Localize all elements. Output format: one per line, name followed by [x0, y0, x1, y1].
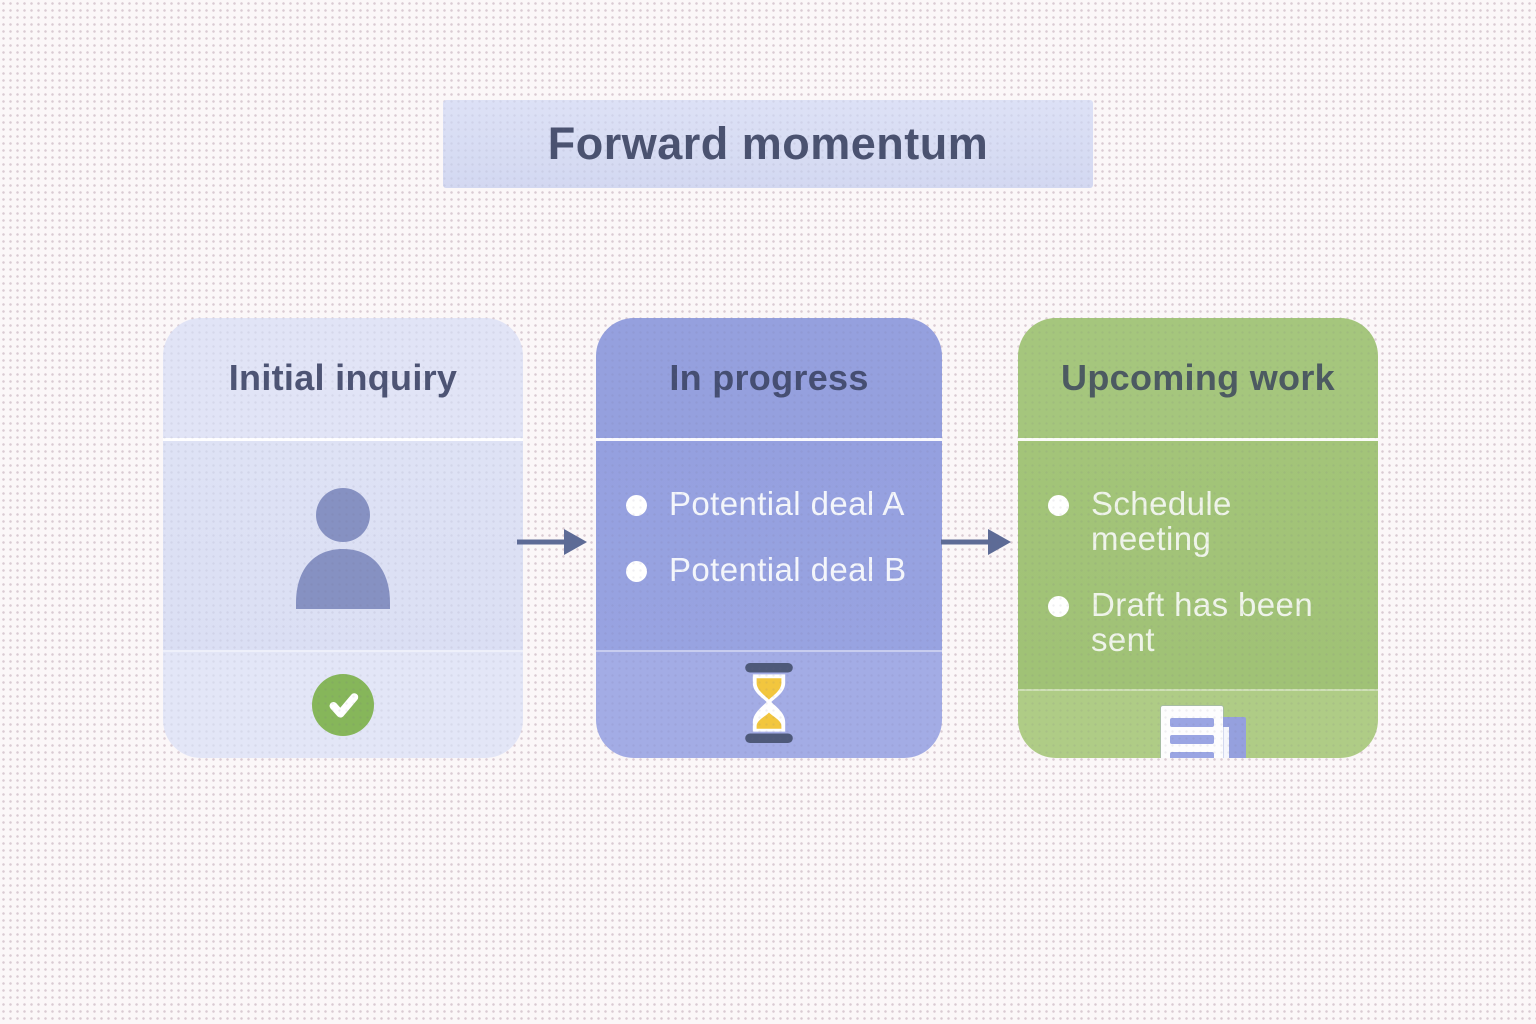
column-title: In progress	[669, 357, 869, 398]
bullet-icon	[1048, 595, 1069, 617]
arrow-right-icon	[940, 527, 1012, 557]
document-back-stripe	[1219, 726, 1229, 758]
person-icon	[163, 441, 523, 650]
list-item-label: Potential deal A	[669, 485, 905, 522]
task-list: Potential deal A Potential deal B	[596, 441, 942, 588]
column-upcoming-work: Upcoming work Schedule meeting Draft has…	[1018, 318, 1378, 758]
title-banner: Forward momentum	[443, 100, 1093, 188]
hourglass-icon	[740, 662, 798, 748]
column-in-progress-footer	[596, 650, 942, 758]
column-title: Upcoming work	[1061, 357, 1335, 398]
list-item-label: Potential deal B	[669, 550, 907, 588]
document-icon	[1150, 705, 1246, 758]
list-item-label: Schedule meeting	[1091, 485, 1232, 557]
column-initial-inquiry: Initial inquiry	[163, 318, 523, 758]
document-front-page	[1161, 705, 1223, 758]
document-text-line	[1170, 717, 1214, 727]
page-title: Forward momentum	[547, 118, 989, 169]
bullet-icon	[626, 560, 647, 582]
column-upcoming-work-header: Upcoming work	[1018, 318, 1378, 441]
bullet-icon	[1048, 495, 1069, 516]
bullet-icon	[626, 495, 647, 516]
list-item-label: Draft has been sent	[1091, 585, 1314, 658]
list-item: Potential deal B	[626, 550, 928, 588]
list-item: Draft has been sent	[1048, 585, 1364, 658]
list-item: Potential deal A	[626, 485, 928, 522]
column-initial-inquiry-header: Initial inquiry	[163, 318, 523, 441]
document-text-line	[1170, 734, 1214, 744]
list-item: Schedule meeting	[1048, 485, 1364, 557]
column-in-progress-header: In progress	[596, 318, 942, 441]
document-text-line	[1170, 751, 1214, 758]
column-upcoming-work-body: Schedule meeting Draft has been sent	[1018, 441, 1378, 689]
arrow-right-icon	[516, 527, 588, 557]
column-in-progress-body: Potential deal A Potential deal B	[596, 441, 942, 650]
column-title: Initial inquiry	[228, 357, 458, 398]
column-upcoming-work-footer	[1018, 688, 1378, 758]
column-initial-inquiry-footer	[163, 650, 523, 758]
task-list: Schedule meeting Draft has been sent	[1018, 441, 1378, 658]
column-initial-inquiry-body	[163, 441, 523, 650]
check-circle-icon	[312, 674, 374, 736]
column-in-progress: In progress Potential deal A Potential d…	[596, 318, 942, 758]
